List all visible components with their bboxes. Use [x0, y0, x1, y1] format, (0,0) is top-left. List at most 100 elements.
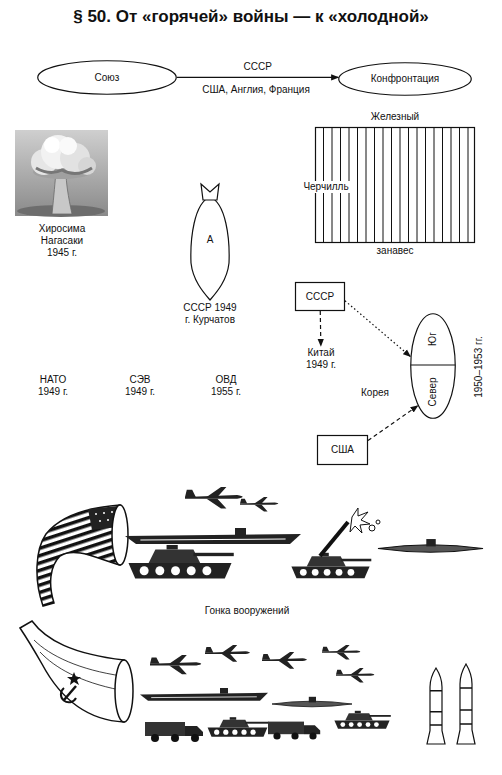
tank — [208, 717, 269, 737]
flag-star — [107, 519, 109, 521]
free-label: ОВД 1955 г. — [206, 374, 246, 398]
cloud-puff — [59, 137, 77, 155]
node-text: Железный — [345, 111, 445, 123]
horn-rib — [34, 640, 122, 690]
free-label: 1950–1953 гг. — [473, 336, 485, 398]
curtain-line — [459, 128, 460, 243]
us-horn-mouth — [112, 505, 128, 565]
state-ellipse: Союз — [37, 60, 177, 95]
korea-part: Север — [410, 365, 456, 419]
tank — [334, 711, 390, 729]
country-node: Китай 1949 г. — [300, 346, 342, 372]
aircraft-carrier — [125, 528, 301, 544]
flag-star — [99, 520, 101, 522]
node-text: Юг — [427, 332, 439, 346]
connector — [345, 301, 410, 357]
ship — [140, 688, 268, 701]
arms-race-drawing — [20, 487, 483, 744]
free-label: Хиросима Нагасаки 1945 г. — [32, 223, 92, 259]
jet — [205, 645, 250, 662]
smoke-puff — [369, 525, 375, 531]
submarine — [378, 539, 483, 552]
star — [67, 672, 81, 685]
artillery — [291, 553, 371, 579]
free-label: Гонка вооружений — [167, 605, 327, 617]
curtain-line — [408, 128, 409, 243]
jet — [150, 655, 201, 674]
node-text: СССР — [306, 291, 334, 303]
missile — [427, 668, 445, 744]
node-text: Север — [427, 377, 439, 406]
curtain-line — [374, 128, 375, 243]
curtain-line — [417, 128, 418, 243]
node-text: А — [190, 234, 230, 246]
bomb-body — [191, 197, 229, 300]
node-text: СССР 1949 г. Курчатов — [180, 302, 240, 326]
artillery-barrel — [320, 522, 348, 556]
hammer — [64, 686, 76, 700]
us-horn — [37, 505, 120, 606]
cloud-puff — [44, 137, 60, 153]
flag-star — [111, 511, 113, 513]
edge-label: СССР — [243, 61, 271, 73]
jet — [240, 497, 278, 511]
jet — [322, 645, 360, 659]
curtain-line — [366, 128, 367, 243]
mushroom-cloud-photo — [15, 130, 108, 217]
curtain-line — [425, 128, 426, 243]
free-label: СЭВ 1949 г. — [120, 374, 160, 398]
free-label: США, Англия, Франция — [181, 84, 331, 96]
node-text: Союз — [95, 72, 120, 84]
curtain-line — [400, 128, 401, 243]
truck — [268, 722, 320, 740]
connector — [177, 77, 338, 78]
connector — [320, 311, 322, 346]
atomic-bomb: АСССР 1949 г. Курчатов — [190, 183, 230, 301]
jet — [185, 487, 243, 509]
curtain-line — [451, 128, 452, 243]
curtain-line — [468, 128, 469, 243]
box-outline — [296, 283, 345, 311]
divider-line — [411, 364, 455, 365]
curtain-line — [391, 128, 392, 243]
country-box: США — [317, 435, 368, 465]
ellipse-outline — [38, 61, 177, 95]
smoke-puff — [376, 520, 380, 524]
state-ellipse: Конфронтация — [338, 62, 472, 96]
flag-star — [103, 512, 105, 514]
page-title: § 50. От «горячей» войны — к «холодной» — [0, 7, 502, 27]
country-box: СССР — [295, 282, 345, 311]
box-outline — [318, 436, 368, 465]
free-label: НАТО 1949 г. — [33, 374, 73, 398]
ellipse-outline — [411, 314, 456, 419]
node-text: Корея — [350, 387, 400, 399]
node-text: Китай 1949 г. — [300, 347, 342, 371]
node-text: занавес — [345, 245, 445, 257]
truck — [145, 722, 203, 742]
node-text: Конфронтация — [371, 73, 440, 85]
flag-star — [95, 513, 97, 515]
photo-sky — [15, 130, 108, 216]
iron-curtain: ЖелезныйЧерчилльзанавес — [315, 127, 475, 243]
jet — [336, 668, 374, 682]
bomb-fins — [201, 184, 219, 200]
korea-part: Юг — [410, 313, 456, 365]
ussr-horn-mouth — [115, 660, 133, 722]
curtain-line — [357, 128, 358, 243]
missile — [457, 664, 475, 744]
ussr-horn — [20, 621, 124, 722]
curtain-line — [383, 128, 384, 243]
node-text: США — [331, 444, 354, 456]
jet — [262, 652, 307, 669]
korea-ellipse: КореяЮгСевер — [410, 313, 456, 419]
curtain-line — [442, 128, 443, 243]
gun-flash — [350, 508, 370, 533]
cloud-shadow — [36, 168, 92, 174]
submarine — [272, 697, 352, 707]
tank — [128, 545, 233, 579]
ellipse-outline — [339, 63, 472, 96]
connector — [368, 406, 418, 441]
curtain-line — [434, 128, 435, 243]
